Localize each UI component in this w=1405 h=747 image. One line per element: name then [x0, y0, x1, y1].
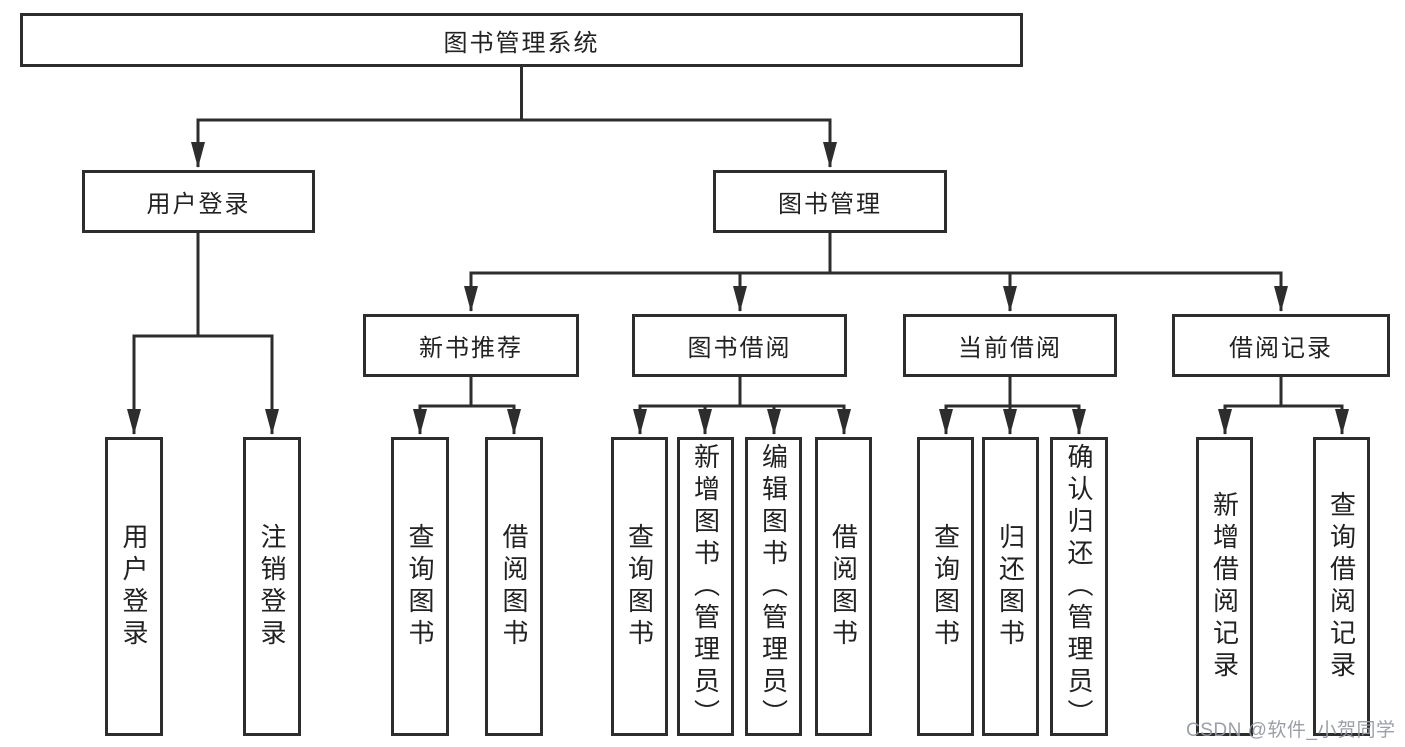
leaf-label: 归还图书	[995, 522, 1026, 651]
connector-current-borrow-to-leaves	[939, 377, 1086, 435]
leaf-query-borrow-record: 查询借阅记录	[1313, 437, 1370, 736]
leaf-query-books-borrow: 查询图书	[611, 437, 668, 736]
connector-borrow-records-to-leaves	[1218, 377, 1349, 435]
node-label: 当前借阅	[958, 335, 1062, 362]
node-label: 新书推荐	[419, 335, 523, 362]
leaf-add-borrow-record: 新增借阅记录	[1196, 437, 1253, 736]
leaf-label: 查询借阅记录	[1326, 490, 1357, 683]
leaf-query-books-current: 查询图书	[917, 437, 974, 736]
leaf-label: 注销登录	[257, 522, 287, 651]
node-label: 图书借阅	[687, 335, 792, 362]
node-label: 用户登录	[146, 191, 251, 218]
leaf-label: 查询图书	[624, 522, 655, 651]
connector-user-login-to-leaves	[127, 233, 279, 435]
node-new-book-recommend: 新书推荐	[363, 314, 579, 377]
connector-new-book-recommend-to-leaves	[413, 377, 521, 435]
node-label: 图书管理	[778, 191, 882, 218]
connector-root-to-level2	[191, 65, 837, 168]
leaf-user-login: 用户登录	[105, 437, 163, 736]
node-user-login: 用户登录	[82, 170, 315, 233]
connector-book-management-to-level3	[464, 233, 1288, 312]
node-book-management: 图书管理	[713, 170, 947, 233]
leaf-borrow-books-recommend: 借阅图书	[485, 437, 543, 736]
leaf-label: 编辑图书（管理员）	[758, 442, 789, 731]
leaf-label: 用户登录	[119, 522, 149, 651]
node-borrow-records: 借阅记录	[1172, 314, 1390, 377]
leaf-logout: 注销登录	[243, 437, 301, 736]
node-label: 借阅记录	[1229, 335, 1333, 362]
node-book-management-system: 图书管理系统	[20, 13, 1023, 67]
leaf-label: 查询图书	[930, 522, 961, 651]
node-label: 图书管理系统	[443, 29, 600, 57]
leaf-label: 借阅图书	[828, 522, 859, 651]
leaf-return-books: 归还图书	[982, 437, 1039, 736]
leaf-label: 借阅图书	[499, 522, 529, 651]
connector-book-borrow-to-leaves	[633, 377, 851, 435]
leaf-label: 新增图书（管理员）	[690, 442, 721, 731]
leaf-label: 查询图书	[405, 522, 435, 651]
leaf-confirm-return-admin: 确认归还（管理员）	[1050, 437, 1108, 736]
leaf-add-books-admin: 新增图书（管理员）	[677, 437, 734, 736]
leaf-label: 确认归还（管理员）	[1064, 442, 1094, 731]
leaf-edit-books-admin: 编辑图书（管理员）	[745, 437, 802, 736]
node-book-borrow: 图书借阅	[632, 314, 847, 377]
leaf-borrow-books: 借阅图书	[815, 437, 872, 736]
node-current-borrow: 当前借阅	[903, 314, 1117, 377]
csdn-watermark: CSDN @软件_小贺同学	[1186, 720, 1396, 741]
leaf-label: 新增借阅记录	[1209, 490, 1240, 683]
leaf-query-books-recommend: 查询图书	[391, 437, 449, 736]
